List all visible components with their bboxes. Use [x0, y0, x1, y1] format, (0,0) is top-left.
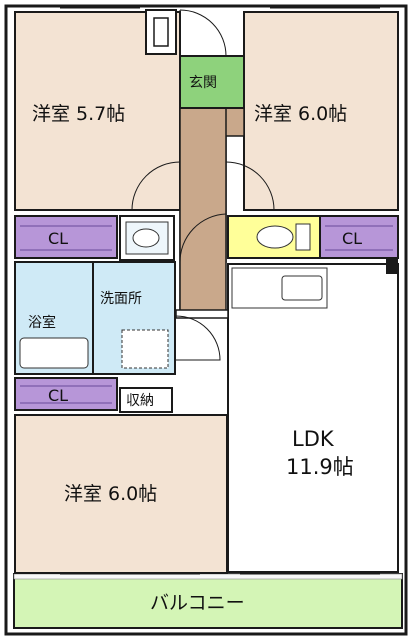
windows [60, 7, 380, 575]
closet-w-hatching [20, 225, 112, 251]
door-swing-ne [225, 161, 275, 211]
hallway-lower [179, 107, 227, 314]
closet-e-label: CL [342, 229, 362, 248]
entrance-label: 玄関 [189, 74, 217, 91]
wall-segment [175, 309, 229, 319]
front-door-swing [179, 9, 227, 57]
shoe-cabinet-inner [153, 17, 169, 47]
toilet-tank [295, 223, 311, 251]
bedroom-nw-label: 洋室 5.7帖 [32, 103, 125, 125]
bath-label: 浴室 [28, 314, 56, 331]
storage-label: 収納 [126, 393, 154, 409]
entrance [179, 55, 245, 109]
storage [119, 387, 173, 413]
wall-pillar [386, 258, 398, 274]
kitchen-sink [281, 275, 323, 301]
closet-e-hatching [325, 225, 393, 251]
ldk [227, 263, 399, 573]
bathtub [19, 337, 89, 369]
ldk-size-label: 11.9帖 [286, 455, 354, 479]
closet-sw [14, 377, 118, 411]
balcony-label: バルコニー [150, 592, 245, 614]
closet-e [319, 215, 399, 259]
door-swing-toilet [179, 213, 227, 263]
toilet-bowl [256, 225, 294, 249]
closet-w-label: CL [48, 229, 68, 248]
bedroom-sw [14, 414, 228, 574]
closet-sw-label: CL [48, 386, 68, 405]
sink-basin [132, 228, 160, 248]
washing-machine-pan [121, 329, 169, 369]
closet-sw-hatching [20, 385, 112, 404]
washroom-label: 洗面所 [100, 291, 142, 307]
ldk-label: LDK [292, 427, 335, 451]
balcony-rail [13, 573, 403, 580]
bedroom-ne-label: 洋室 6.0帖 [254, 103, 347, 125]
closet-w [14, 215, 118, 259]
door-swing-washroom [175, 315, 221, 361]
balcony [13, 573, 403, 629]
bedroom-ne [243, 11, 399, 211]
door-swing-nw [131, 161, 181, 211]
bedroom-sw-label: 洋室 6.0帖 [64, 483, 157, 505]
